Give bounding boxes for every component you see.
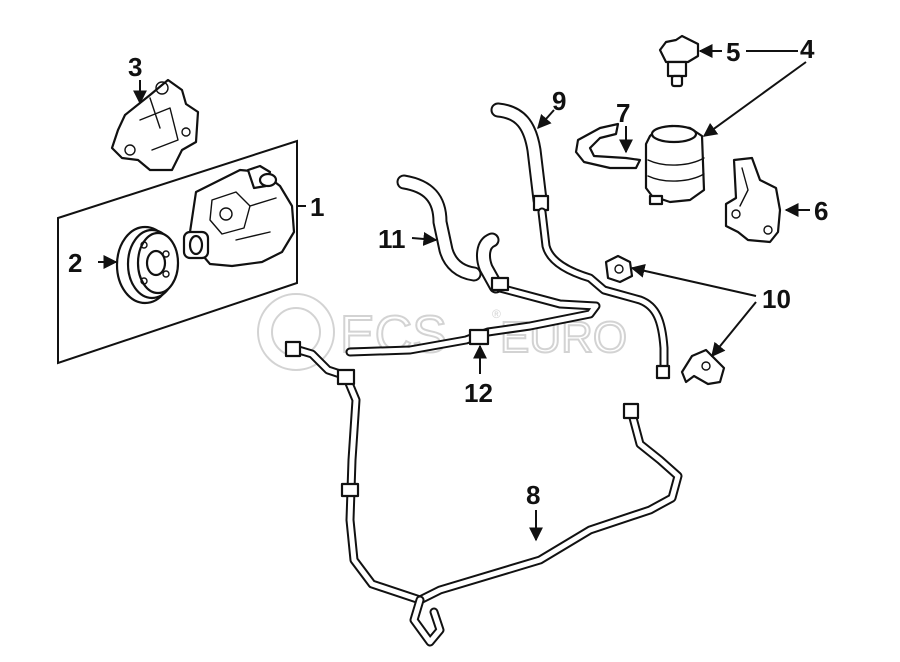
callout-3: 3	[128, 52, 142, 82]
callout-2: 2	[68, 248, 82, 278]
return-line	[284, 340, 683, 647]
power-steering-pump	[182, 164, 296, 268]
pump-bracket	[110, 78, 200, 172]
pressure-switch-lower	[680, 348, 726, 386]
callout-1: 1	[310, 192, 324, 222]
return-hose	[490, 102, 671, 380]
watermark-logo-icon	[257, 293, 335, 371]
pressure-switch-upper	[604, 254, 634, 284]
reservoir-cap	[658, 34, 700, 88]
callout-9: 9	[552, 86, 566, 116]
callout-6: 6	[814, 196, 828, 226]
pump-pulley	[115, 225, 180, 305]
callout-7: 7	[616, 98, 630, 128]
pressure-hose	[345, 276, 601, 357]
callout-10: 10	[762, 284, 791, 314]
reservoir-bracket	[724, 156, 782, 244]
fluid-reservoir	[644, 124, 706, 206]
supply-hose	[396, 174, 504, 294]
callout-4: 4	[800, 34, 815, 64]
reservoir-strap	[574, 122, 642, 170]
watermark-registered: ®	[492, 307, 501, 321]
callout-group: 3 2 1 5 4 7 6 9 11 10 12 8	[68, 34, 828, 542]
callout-8: 8	[526, 480, 540, 510]
callout-12: 12	[464, 378, 493, 408]
callout-5: 5	[726, 37, 740, 67]
callout-11: 11	[378, 224, 406, 254]
